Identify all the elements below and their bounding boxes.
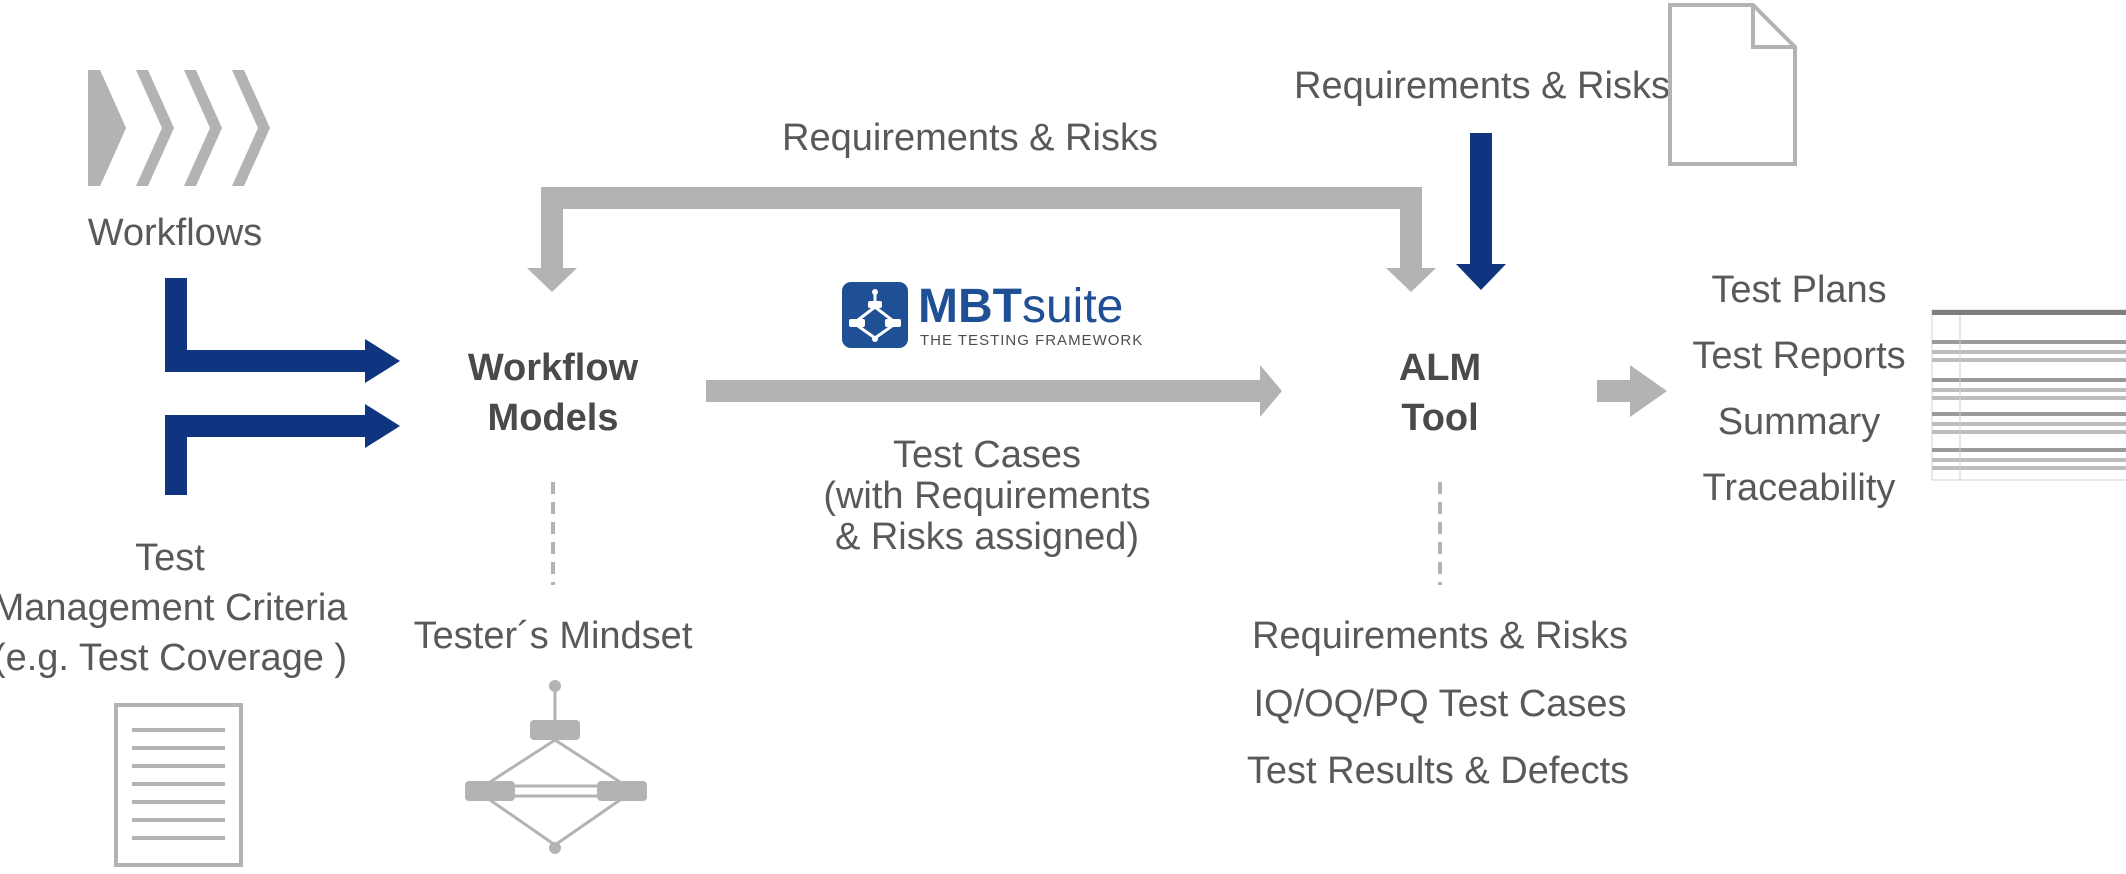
document-lines-icon bbox=[114, 703, 243, 867]
criteria-line-1: Test bbox=[135, 537, 205, 579]
testers-mindset-label: Tester´s Mindset bbox=[414, 615, 693, 657]
workflow-models-title-line-2: Models bbox=[488, 397, 619, 439]
chevron-sequence-icon bbox=[88, 70, 270, 186]
output-summary: Summary bbox=[1718, 401, 1881, 443]
test-cases-line-2: (with Requirements bbox=[823, 475, 1150, 517]
loop-requirements-label: Requirements & Risks bbox=[782, 117, 1158, 159]
requirements-document-icon bbox=[1668, 3, 1797, 166]
criteria-line-3: (e.g. Test Coverage ) bbox=[0, 637, 347, 679]
external-requirements-label: Requirements & Risks bbox=[1294, 65, 1670, 107]
workflow-graph-icon bbox=[489, 690, 621, 847]
output-test-reports: Test Reports bbox=[1692, 335, 1905, 377]
input-arrow-criteria bbox=[165, 404, 400, 495]
alm-title-line-2: Tool bbox=[1401, 397, 1478, 439]
workflows-label: Workflows bbox=[88, 212, 263, 254]
alm-title-line-1: ALM bbox=[1399, 347, 1481, 389]
workflow-graph-nodes bbox=[465, 680, 647, 854]
alm-content-results: Test Results & Defects bbox=[1247, 750, 1629, 792]
output-traceability: Traceability bbox=[1703, 467, 1896, 509]
output-arrow bbox=[1597, 365, 1667, 417]
output-test-plans: Test Plans bbox=[1711, 269, 1886, 311]
test-cases-line-3: & Risks assigned) bbox=[835, 516, 1139, 558]
workflow-models-title-line-1: Workflow bbox=[468, 347, 639, 389]
test-cases-line-1: Test Cases bbox=[893, 434, 1081, 476]
alm-content-requirements: Requirements & Risks bbox=[1252, 615, 1628, 657]
alm-content-test-cases: IQ/OQ/PQ Test Cases bbox=[1253, 683, 1626, 725]
logo-tagline: THE TESTING FRAMEWORK bbox=[920, 332, 1143, 349]
svg-text:MBTsuite: MBTsuite bbox=[918, 280, 1123, 333]
logo-brand-bold: MBT bbox=[918, 280, 1022, 333]
input-arrow-workflows bbox=[165, 278, 400, 383]
report-table-icon bbox=[1931, 309, 2126, 481]
requirements-import-arrow bbox=[1456, 133, 1506, 290]
requirements-loop-arrow bbox=[527, 187, 1436, 292]
criteria-line-2: Management Criteria bbox=[0, 587, 348, 629]
test-cases-arrow bbox=[706, 365, 1282, 417]
logo-brand-light: suite bbox=[1022, 280, 1123, 333]
mbtsuite-logo: MBTsuite THE TESTING FRAMEWORK bbox=[842, 280, 1143, 349]
